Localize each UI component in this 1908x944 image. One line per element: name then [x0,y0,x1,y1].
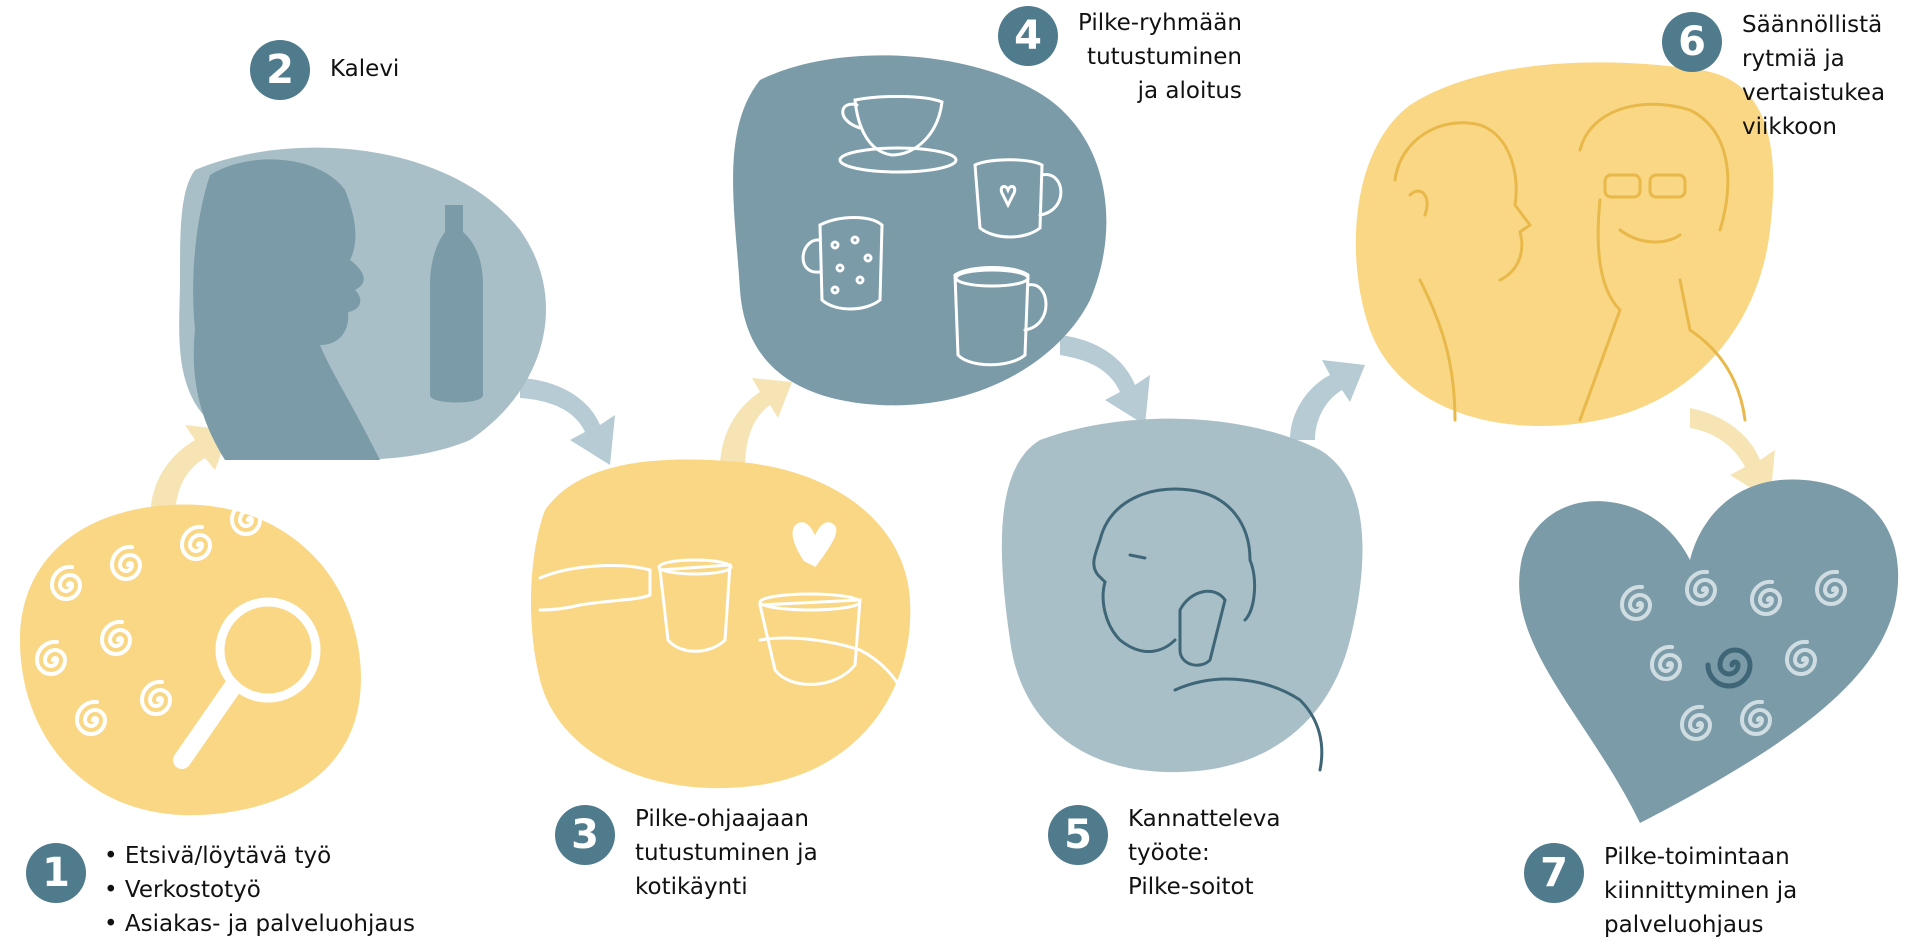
blob-7 [1519,479,1899,823]
step-7-label: Pilke-toimintaan kiinnittyminen ja palve… [1604,844,1798,938]
magnifier-icon [173,597,321,769]
blob-6 [1355,62,1774,426]
blob-4 [733,55,1107,406]
step-number-badge: 5 [1048,805,1108,865]
step-number-badge: 3 [555,805,615,865]
blob-2 [179,147,547,460]
arrow-6-to-7 [1690,408,1775,500]
arrow-3-to-4 [720,378,792,470]
arrow-1-to-2 [150,425,230,520]
step-4: 4 Pilke-ryhmään tutustuminen ja aloitus [998,6,1242,108]
coffee-cups-hands-icon [538,522,907,702]
two-people-icon [1393,102,1747,422]
bullet-item: Verkostotyö [104,873,415,907]
blob-3 [530,459,911,789]
step-number-badge: 4 [998,6,1058,66]
step-number-badge: 2 [250,40,310,100]
silhouette-with-bottle-icon [193,159,483,460]
arrow-2-to-3 [520,378,615,465]
cups-and-mugs-icon [801,95,1063,367]
blob-5 [1001,418,1363,773]
step-5: 5 Kannatteleva työote: Pilke-soitot [1048,805,1280,904]
step-7: 7 Pilke-toimintaan kiinnittyminen ja pal… [1524,843,1797,942]
step-5-label: Kannatteleva työote: Pilke-soitot [1128,806,1281,900]
step-3: 3 Pilke-ohjaajaan tutustuminen ja kotikä… [555,805,818,904]
step-1: 1 Etsivä/löytävä työ Verkostotyö Asiakas… [26,843,415,941]
step-2: 2 Kalevi [250,40,399,100]
step-6: 6 Säännöllistä rytmiä ja vertaistukea vi… [1662,12,1885,144]
step-6-label: Säännöllistä rytmiä ja vertaistukea viik… [1742,12,1886,140]
step-number-badge: 6 [1662,12,1722,72]
step-number-badge: 1 [26,843,86,903]
step-3-label: Pilke-ohjaajaan tutustuminen ja kotikäyn… [635,806,818,900]
bullet-item: Etsivä/löytävä työ [104,839,415,873]
step-4-label: Pilke-ryhmään tutustuminen ja aloitus [1078,10,1242,104]
step-number-badge: 7 [1524,843,1584,903]
step-1-bullets: Etsivä/löytävä työ Verkostotyö Asiakas- … [104,839,415,941]
heart-swirls-icon [1705,647,1753,689]
bullet-item: Asiakas- ja palveluohjaus [104,907,415,941]
arrow-4-to-5 [1060,335,1150,425]
man-on-phone-icon [1092,487,1324,772]
step-2-label: Kalevi [330,56,400,82]
blob-1 [20,499,361,816]
arrow-5-to-6 [1290,360,1365,440]
